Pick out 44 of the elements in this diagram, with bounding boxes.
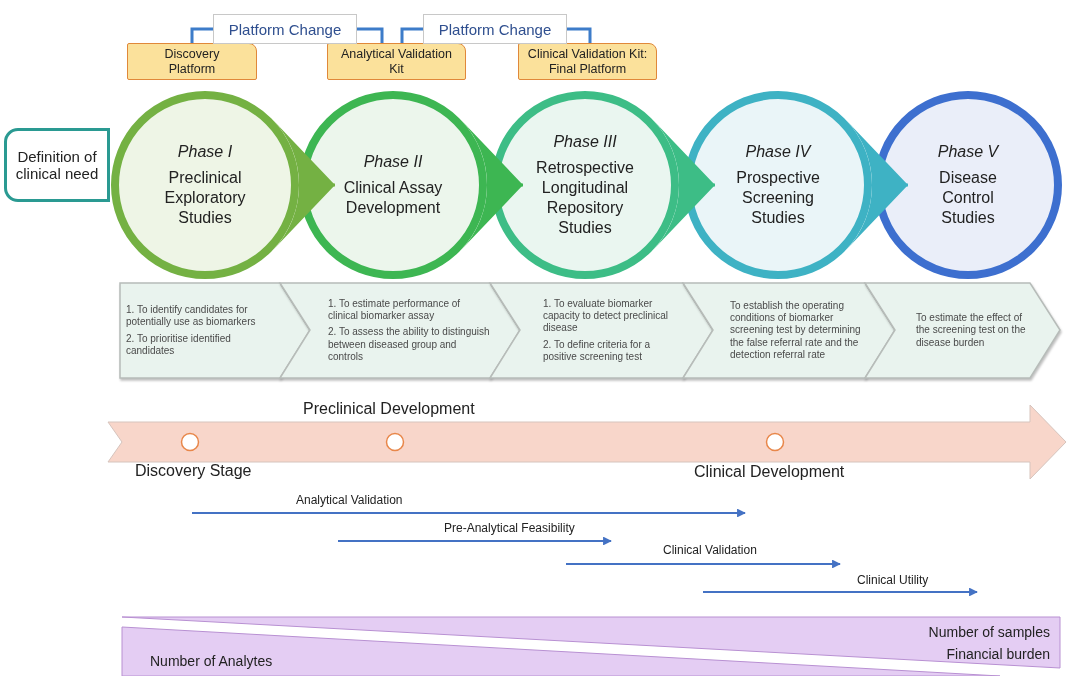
wedge-label: Number of samples [928,624,1050,640]
phase-name: Prospective Screening Studies [735,168,821,228]
connector-line [567,27,592,43]
phase-title: Phase I [176,142,234,162]
wedge-label: Number of Analytes [150,653,273,669]
wedge-label: Financial burden [946,646,1050,662]
need-box [4,128,110,202]
objective-text: 2. To assess the ability to distinguish between diseased group and controls [328,326,490,363]
objective-text: 1. To estimate performance of clinical biomarker assay [328,298,462,323]
phase-title: Phase IV [744,142,813,162]
arrow-label: Pre-Analytical Feasibility [444,521,575,535]
objective-text: 2. To prioritise identified candidates [126,332,232,357]
stage-label: Discovery Stage [135,462,252,480]
objective-text: 2. To define criteria for a positive screening test [543,338,652,363]
objective-text: 1. To evaluate biomarker capacity to detect preclinical disease [543,298,670,335]
stage-label: Clinical Development [694,463,845,481]
arrow-label: Analytical Validation [296,493,403,507]
stage-label: Preclinical Development [303,400,475,418]
connector-line [357,27,384,43]
phase-title: Phase V [936,142,1000,162]
phase-title: Phase III [552,132,618,152]
platform-tag [127,43,257,80]
objective-text: To estimate the effect of the screening test on the disease burden [916,312,1027,349]
tag-text: Clinical Validation Kit: Final Platform [526,46,649,77]
change-text: Platform Change [228,20,342,38]
arrow-label: Clinical Validation [663,543,757,557]
platform-tag [327,43,466,80]
phase-name: Clinical Assay Development [342,178,444,218]
tag-text: Discovery Platform [163,46,221,77]
change-box [423,14,567,44]
phase-title: Phase II [362,152,424,172]
connector-line [190,27,213,43]
phase-name: Preclinical Exploratory Studies [163,168,247,228]
tag-text: Analytical Validation Kit [340,46,453,77]
phase-name: Disease Control Studies [938,168,998,228]
objective-text: To establish the operating conditions of biomarker screening test by determining the false referral rate and the detection referral rate [730,300,862,361]
change-text: Platform Change [438,20,552,38]
change-box [213,14,357,44]
connector-line [400,27,423,43]
need-text: Definition of clinical need [14,148,100,182]
platform-tag [518,43,657,80]
phase-name: Retrospective Longitudinal Repository Studies [535,158,635,238]
objective-text: 1. To identify candidates for potentially use as biomarkers [126,304,257,329]
arrow-label: Clinical Utility [857,573,929,587]
